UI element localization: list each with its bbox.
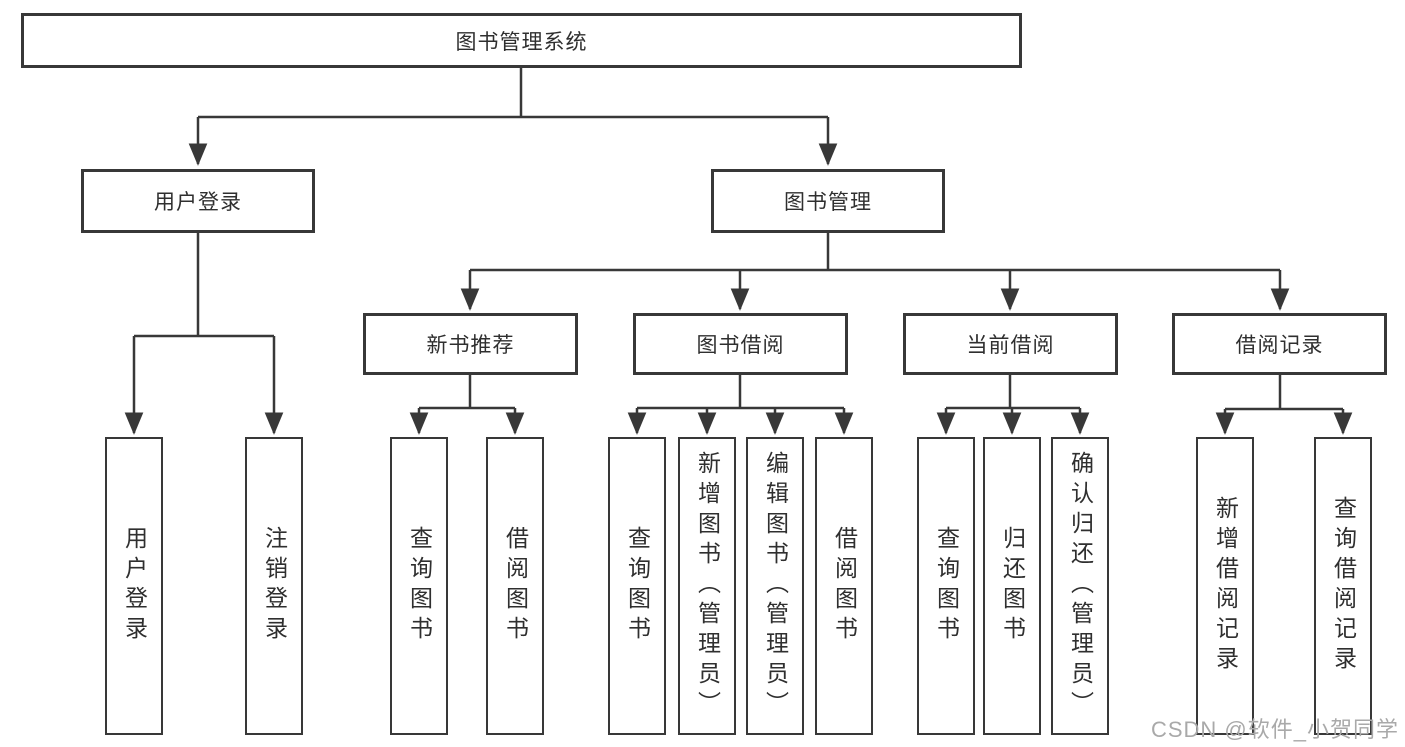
node-book-management-label: 图书管理 <box>784 191 872 214</box>
leaf-user-login-label: 用户登录 <box>121 526 148 646</box>
node-new-book-recommend-label: 新书推荐 <box>426 334 515 357</box>
leaf-borrow-books-recommend: 借阅图书 <box>486 437 544 735</box>
leaf-add-book-admin: 新增图书（管理员） <box>678 437 736 735</box>
leaf-edit-book-admin-label: 编辑图书（管理员） <box>762 451 789 721</box>
node-user-login: 用户登录 <box>81 169 315 233</box>
node-borrow-records: 借阅记录 <box>1172 313 1387 375</box>
leaf-query-books-recommend-label: 查询图书 <box>406 526 433 646</box>
leaf-edit-book-admin: 编辑图书（管理员） <box>746 437 804 735</box>
leaf-borrow-books-recommend-label: 借阅图书 <box>502 526 529 646</box>
leaf-user-login: 用户登录 <box>105 437 163 735</box>
connector-book-mgmt-to-level3 <box>460 233 1290 311</box>
leaf-return-book: 归还图书 <box>983 437 1041 735</box>
leaf-query-books-current: 查询图书 <box>917 437 975 735</box>
leaf-query-books-borrowing-label: 查询图书 <box>624 526 651 646</box>
node-book-management: 图书管理 <box>711 169 945 233</box>
node-book-borrowing: 图书借阅 <box>633 313 848 375</box>
node-new-book-recommend: 新书推荐 <box>363 313 578 375</box>
leaf-query-books-borrowing: 查询图书 <box>608 437 666 735</box>
leaf-logout: 注销登录 <box>245 437 303 735</box>
leaf-confirm-return-admin: 确认归还（管理员） <box>1051 437 1109 735</box>
leaf-add-borrow-record: 新增借阅记录 <box>1196 437 1254 735</box>
node-borrow-records-label: 借阅记录 <box>1235 334 1324 357</box>
connector-book-borrow-to-leaves <box>627 375 854 435</box>
leaf-add-book-admin-label: 新增图书（管理员） <box>694 451 721 721</box>
leaf-return-book-label: 归还图书 <box>999 526 1026 646</box>
leaf-borrow-books-borrowing: 借阅图书 <box>815 437 873 735</box>
leaf-logout-label: 注销登录 <box>261 526 288 646</box>
node-book-borrowing-label: 图书借阅 <box>696 334 785 357</box>
node-root-label: 图书管理系统 <box>455 30 588 54</box>
leaf-confirm-return-admin-label: 确认归还（管理员） <box>1067 451 1094 721</box>
connector-user-login-to-leaves <box>124 233 284 435</box>
node-user-login-label: 用户登录 <box>154 191 242 214</box>
leaf-query-books-current-label: 查询图书 <box>933 526 960 646</box>
node-current-borrowing: 当前借阅 <box>903 313 1118 375</box>
connector-root-to-level2 <box>188 68 838 166</box>
leaf-add-borrow-record-label: 新增借阅记录 <box>1212 496 1239 676</box>
connector-new-book-rec-to-leaves <box>409 375 525 435</box>
leaf-borrow-books-borrowing-label: 借阅图书 <box>831 526 858 646</box>
connector-borrow-records-to-leaves <box>1215 375 1353 435</box>
node-current-borrowing-label: 当前借阅 <box>966 334 1055 357</box>
leaf-query-borrow-record: 查询借阅记录 <box>1314 437 1372 735</box>
leaf-query-books-recommend: 查询图书 <box>390 437 448 735</box>
leaf-query-borrow-record-label: 查询借阅记录 <box>1330 496 1357 676</box>
connector-current-borrow-to-leaves <box>936 375 1090 435</box>
node-root: 图书管理系统 <box>21 13 1022 68</box>
csdn-watermark: CSDN @软件_小贺同学 <box>1150 717 1399 742</box>
